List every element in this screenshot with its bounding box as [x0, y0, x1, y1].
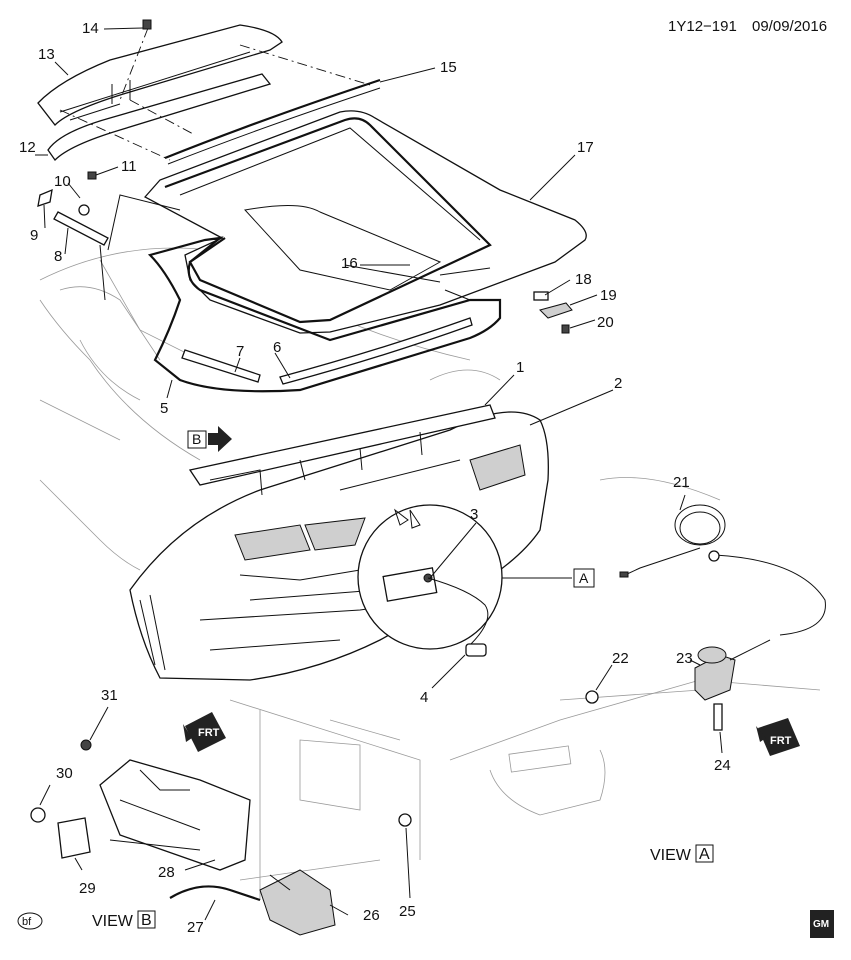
callout-23: 23: [676, 650, 693, 667]
gm-logo-text: GM: [813, 919, 829, 930]
callout-12: 12: [19, 139, 36, 156]
callout-11: 11: [121, 158, 137, 175]
frt-arrow-view-a: FRT: [756, 718, 800, 756]
callout-20: 20: [597, 314, 614, 331]
crossmember-1: [188, 404, 496, 496]
ref-box-a-letter: A: [579, 570, 589, 586]
strip-6: [279, 317, 473, 385]
view-b-word: VIEW: [92, 913, 134, 930]
view-b-letter: B: [141, 912, 152, 929]
callout-19: 19: [600, 287, 617, 304]
gm-logo: GM: [810, 910, 834, 938]
callout-27: 27: [187, 919, 204, 936]
callout-18: 18: [575, 271, 592, 288]
hinge-assembly: [533, 291, 573, 334]
callout-10: 10: [54, 173, 71, 190]
spoiler-assembly: [37, 19, 371, 162]
corvette-emblem-icon: [394, 508, 409, 526]
callout-2: 2: [614, 375, 622, 392]
frt-arrow-view-b: FRT: [183, 712, 226, 752]
ref-box-b: [187, 430, 207, 449]
callout-7: 7: [236, 343, 244, 360]
callout-15: 15: [440, 59, 457, 76]
rear-hatch-17: [143, 110, 587, 334]
callout-numbers: 1 2 3 4 5 6 7 8 9 10 11 12 13 14 15 16 1…: [19, 20, 731, 936]
view-b-scene: [30, 699, 421, 936]
rear-fascia-2: [129, 411, 549, 681]
callout-25: 25: [399, 903, 416, 920]
callout-4: 4: [420, 689, 428, 706]
callout-5: 5: [160, 400, 168, 417]
frt-label-b: FRT: [198, 727, 220, 739]
callout-21: 21: [673, 474, 690, 491]
seal-5: [147, 236, 502, 393]
callout-28: 28: [158, 864, 175, 881]
callout-14: 14: [82, 20, 99, 37]
callout-29: 29: [79, 880, 96, 897]
callout-3: 3: [470, 506, 478, 523]
release-cable-21: [619, 504, 826, 636]
diagram-date: 09/09/2016: [752, 18, 827, 35]
diagram-code: 1Y12−191: [668, 18, 737, 35]
view-b-arrow-icon: [208, 426, 232, 452]
corner-mark-text: bf: [22, 916, 32, 928]
view-a-word: VIEW: [650, 847, 692, 864]
callout-17: 17: [577, 139, 594, 156]
callout-26: 26: [363, 907, 380, 924]
callout-31: 31: [101, 687, 118, 704]
corner-mark: [17, 912, 43, 930]
bolt-14-icon: [142, 19, 152, 30]
strip-7: [181, 349, 261, 383]
frt-label-a: FRT: [770, 735, 792, 747]
gas-strut-assembly: [37, 171, 181, 301]
connector-4: [465, 643, 487, 657]
callout-22: 22: [612, 650, 629, 667]
callout-30: 30: [56, 765, 73, 782]
view-a-scene: [449, 639, 821, 816]
callout-24: 24: [714, 757, 731, 774]
view-a-letter: A: [699, 846, 710, 863]
weatherstrip-15: [164, 78, 381, 160]
callout-6: 6: [273, 339, 281, 356]
callout-8: 8: [54, 248, 62, 265]
callout-9: 9: [30, 227, 38, 244]
callout-16: 16: [341, 255, 358, 272]
callout-13: 13: [38, 46, 55, 63]
ref-box-a: [573, 568, 595, 588]
callout-1: 1: [516, 359, 524, 376]
ref-box-b-letter: B: [192, 431, 201, 447]
leader-lines: [35, 27, 723, 921]
